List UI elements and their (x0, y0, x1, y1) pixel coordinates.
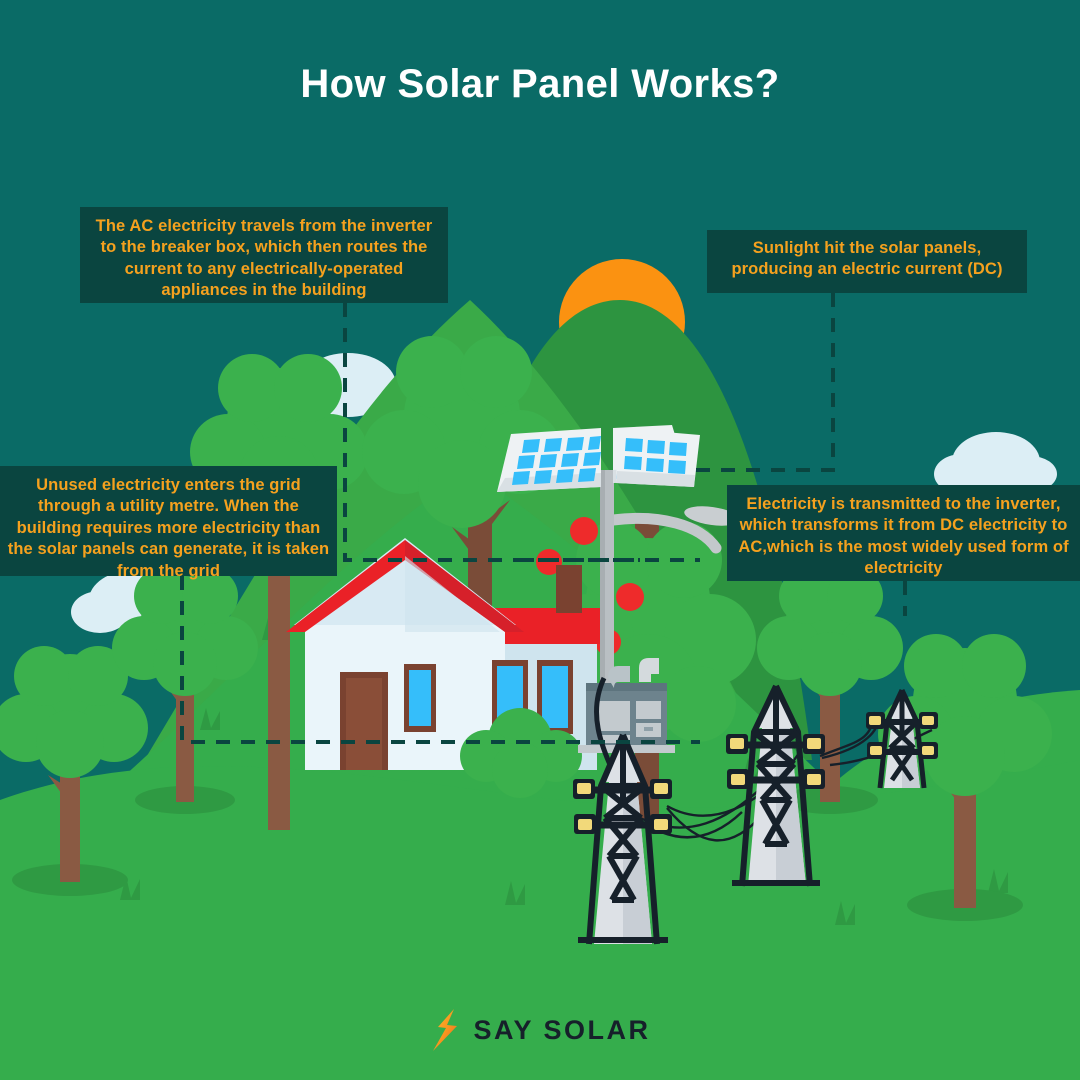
callout-unused-electricity: Unused electricity enters the grid throu… (0, 466, 337, 580)
tree-icon (112, 568, 258, 814)
tree-icon (0, 646, 148, 896)
brand-logo: SAY SOLAR (0, 1006, 1080, 1054)
solar-panel-right-wing (616, 428, 700, 487)
callout-inverter: Electricity is transmitted to the invert… (727, 485, 1080, 581)
callout-sunlight: Sunlight hit the solar panels, producing… (707, 230, 1027, 293)
grass-tufts (120, 618, 1008, 925)
tree-icon (757, 568, 903, 814)
transmission-tower-icon (866, 688, 938, 789)
transmission-tower-icon (573, 733, 672, 945)
pole-shade (600, 470, 605, 730)
ground-base (0, 985, 1080, 1080)
dashed-connector-lines (180, 293, 907, 744)
page-title: How Solar Panel Works? (300, 62, 780, 106)
transmission-tower-icon (726, 684, 825, 887)
lightning-bolt-icon (433, 1009, 458, 1051)
callout-ac-electricity: The AC electricity travels from the inve… (80, 207, 448, 303)
street-lamp-icon (607, 506, 740, 554)
house-icon (286, 538, 605, 770)
brand-logo-text: SAY SOLAR (473, 1014, 651, 1045)
